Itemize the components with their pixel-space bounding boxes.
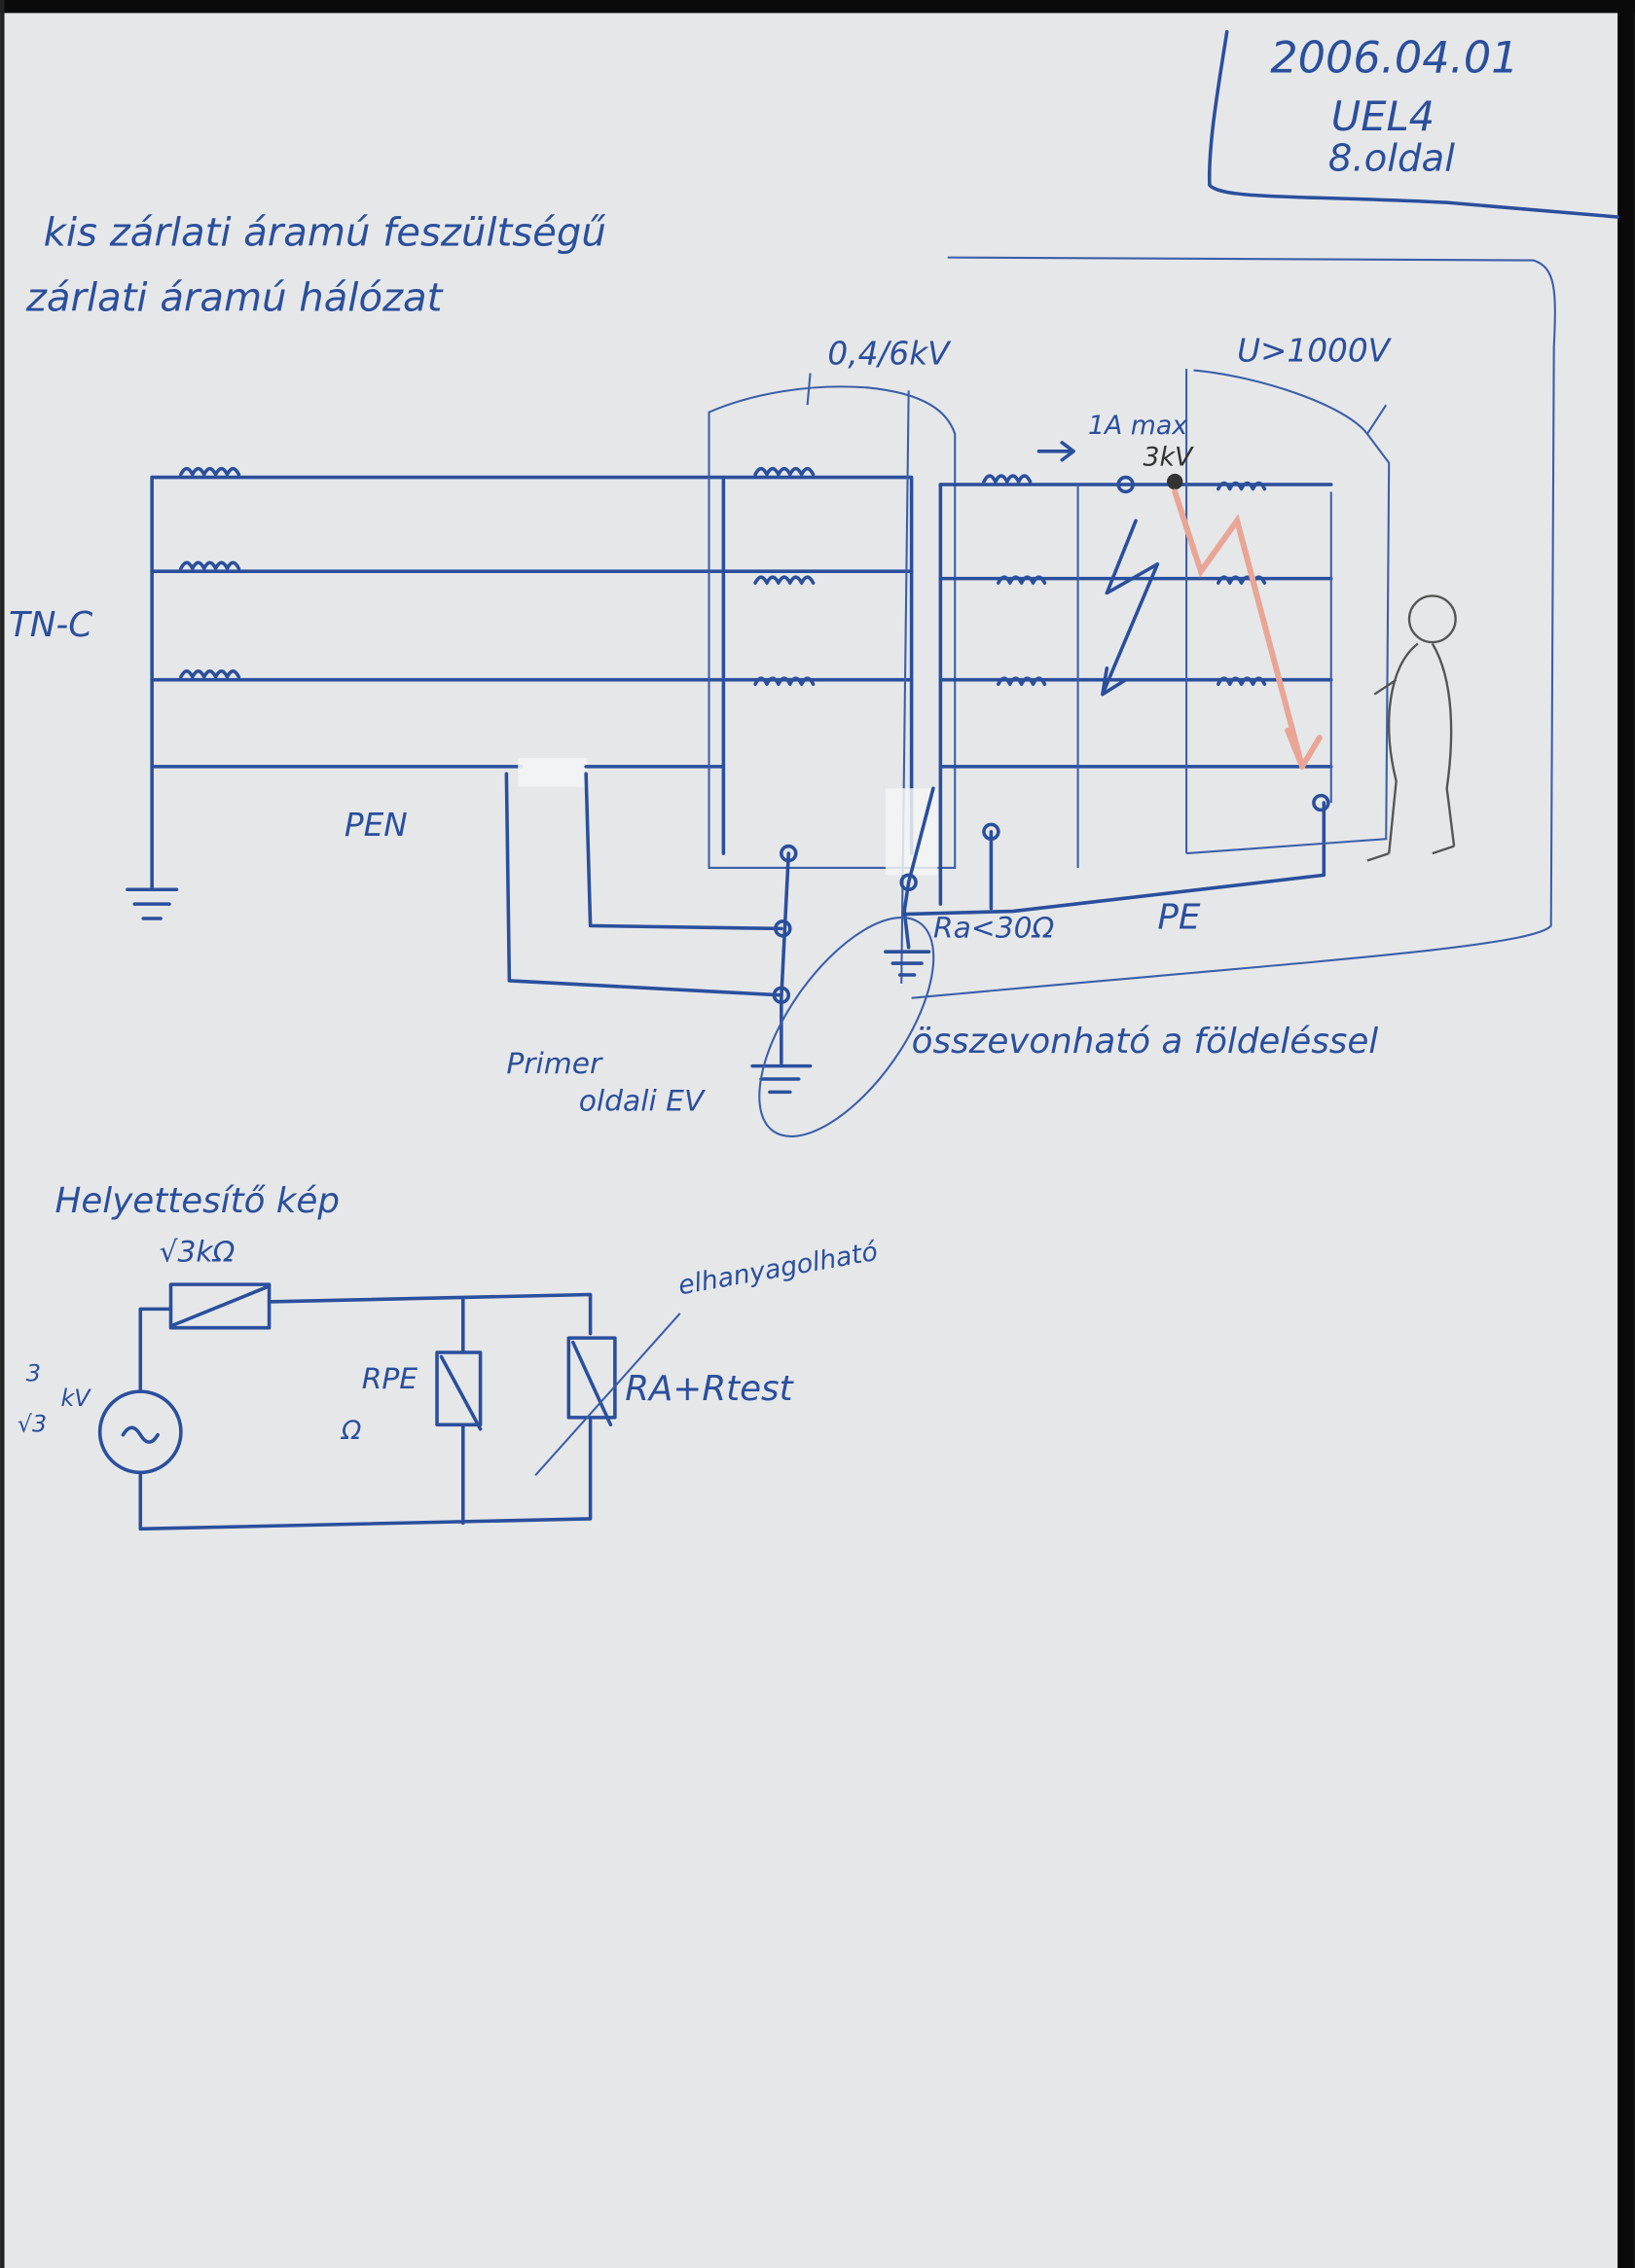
voltage-label: 3kV [1143,443,1194,473]
scan-border-top [0,0,1635,14]
equivalent-circuit [97,1282,681,1531]
rpe-unit: Ω [341,1416,362,1446]
source-denominator: √3 [18,1411,47,1438]
scan-border-left [0,0,5,2268]
ground-icon [750,1063,813,1095]
intro-line-1: kis zárlati áramú feszültségű [44,211,606,256]
hv-enclosure [911,256,1556,999]
primary-label-2: oldali EV [579,1085,707,1119]
pen-label: PEN [345,807,408,844]
ra-rtest-label: RA+Rtest [625,1369,794,1409]
ra-variable-resistor-icon [566,1336,617,1420]
grounding [750,786,938,1137]
hv-label: U>1000V [1237,333,1393,370]
resistor-icon [168,1282,272,1330]
hv-network [902,369,1333,917]
merge-note: összevonható a földeléssel [912,1022,1379,1062]
negligible-note: elhanyagolható [676,1237,881,1302]
header-course: UEL4 [1331,92,1435,140]
ac-source-icon [97,1389,183,1475]
network-label: TN-C [9,605,92,645]
scan-border-right [1617,0,1635,2268]
transformer-label: 0,4/6kV [827,336,952,373]
transformer-box [708,385,957,870]
header-box [1207,29,1619,219]
ra-label: Ra<30Ω [933,911,1055,945]
intro-line-2: zárlati áramú hálózat [25,276,444,321]
current-label: 1A max [1088,411,1188,441]
fault-arrow-icon [1101,519,1160,697]
tn-c-network [126,475,914,997]
pe-label: PE [1157,897,1201,937]
primary-label-1: Primer [506,1047,603,1081]
rpe-resistor-icon [435,1350,483,1427]
header-page: 8.oldal [1328,136,1455,180]
person-icon [1366,594,1457,862]
rpe-label: RPE [362,1362,418,1396]
header-date: 2006.04.01 [1270,32,1518,83]
series-resistor-label: √3kΩ [160,1235,236,1269]
hv-box [1186,369,1391,855]
touch-current-arrow-icon [1172,488,1323,770]
equivalent-title: Helyettesítő kép [55,1181,340,1221]
arrow-right-icon [1036,441,1075,462]
source-unit: kV [61,1385,92,1412]
ground-icon [126,883,179,920]
source-numerator: 3 [26,1360,41,1387]
ground-icon [884,950,931,977]
